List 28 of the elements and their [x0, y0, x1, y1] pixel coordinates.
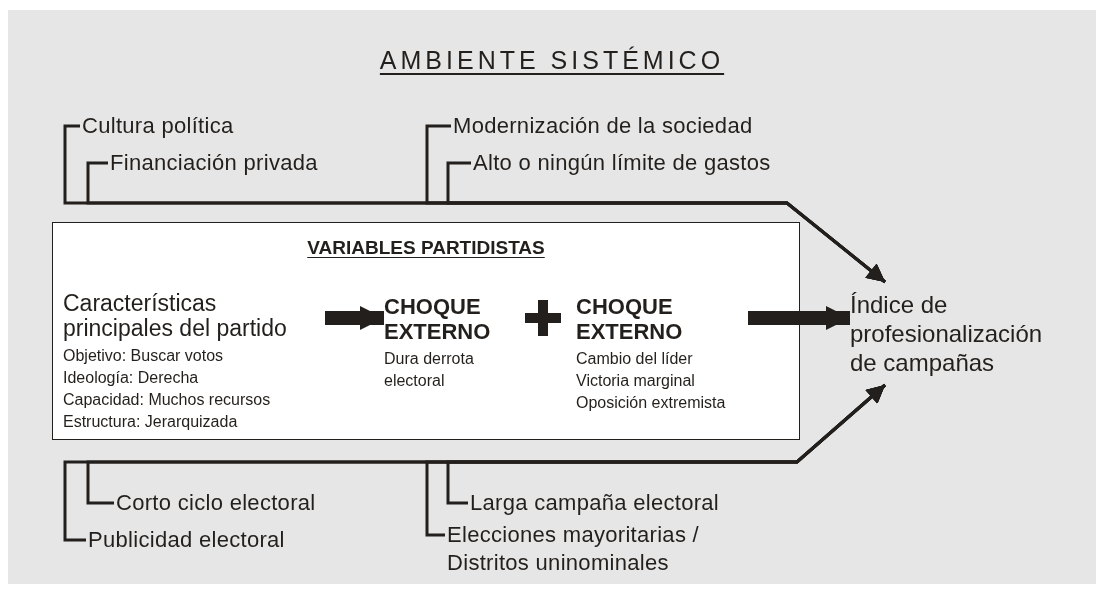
factor-item: Oposición extremista [576, 393, 727, 413]
factor-item: Victoria marginal [576, 371, 696, 391]
factor-item: Ideología: Derecha [63, 368, 200, 388]
content-box [52, 222, 800, 440]
factor-heading: CHOQUE EXTERNO [576, 294, 684, 344]
factor-heading: Características principales del partido [63, 291, 288, 341]
section-heading: VARIABLES PARTIDISTAS [306, 237, 546, 259]
panel-background [8, 10, 1096, 584]
factor-label: Corto ciclo electoral [116, 489, 416, 517]
factor-label: Financiación privada [110, 149, 410, 177]
block-arrow [325, 306, 384, 330]
factor-item: Capacidad: Muchos recursos [63, 390, 272, 410]
factor-label: Alto o ningún límite de gastos [473, 149, 873, 177]
panel-heading: AMBIENTE SISTÉMICO [378, 46, 726, 75]
bracket-arrow [446, 161, 886, 284]
block-arrow [748, 306, 850, 330]
factor-item: Cambio del líder [576, 349, 694, 369]
factor-label: Cultura política [82, 112, 382, 140]
factor-label: Larga campaña electoral [470, 489, 770, 517]
factor-label: Elecciones mayoritarias / Distritos uninominales [447, 521, 747, 577]
outcome-label: Índice de profesionalización de campañas [850, 282, 1072, 385]
factor-item: Estructura: Jerarquizada [63, 412, 239, 432]
factor-item: Objetivo: Buscar votos [63, 346, 225, 366]
bracket-arrow [425, 383, 886, 537]
factor-label: Publicidad electoral [88, 526, 388, 554]
factor-item: Dura derrota electoral [384, 349, 475, 391]
factor-label: Modernización de la sociedad [453, 112, 853, 140]
factor-heading: CHOQUE EXTERNO [384, 294, 492, 344]
